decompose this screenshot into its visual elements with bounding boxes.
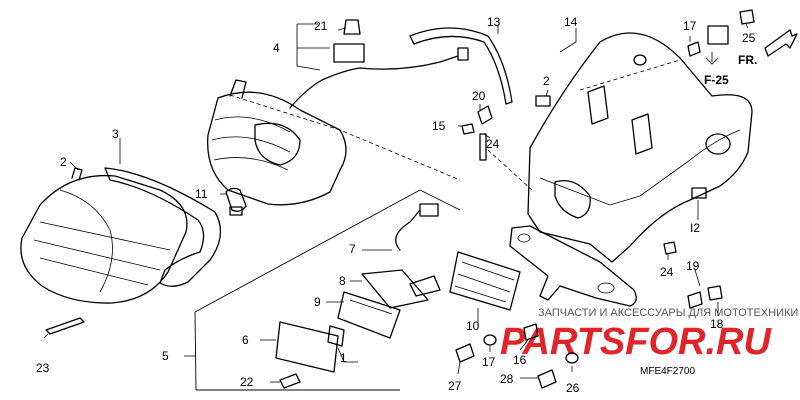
callout-2: 2 [543, 74, 550, 88]
grommet [707, 25, 729, 45]
callout-22: 22 [240, 375, 254, 389]
callout-21: 21 [314, 19, 328, 33]
callout-17: 17 [683, 19, 697, 33]
collar-19 [707, 285, 723, 301]
callout-1: 1 [340, 351, 347, 365]
watermark-tagline: ЗАПЧАСТИ И АКСЕССУАРЫ ДЛЯ МОТОТЕХНИКИ [538, 307, 798, 319]
cushion-12 [691, 187, 707, 199]
callout-2: 2 [60, 155, 67, 169]
callout-9: 9 [314, 295, 321, 309]
nut-24 [663, 241, 677, 255]
callout-19: 19 [686, 259, 700, 273]
callout-27: 27 [448, 379, 462, 393]
callout-28: 28 [500, 372, 514, 386]
callout-5: 5 [162, 349, 169, 363]
callout-7: 7 [349, 242, 356, 256]
leader-lines [43, 23, 749, 383]
wire-harness [289, 19, 469, 109]
nut-15 [461, 123, 475, 135]
license-bracket [509, 225, 637, 307]
callout-20: 20 [472, 89, 486, 103]
direction-label: FR. [738, 53, 757, 67]
callout-23: 23 [36, 361, 50, 375]
tail-light-housing [207, 79, 347, 206]
callout-11: 11 [195, 187, 208, 201]
callout-16: 16 [513, 353, 527, 367]
license-light-assembly [194, 189, 461, 391]
callout-13: 13 [487, 15, 501, 29]
callout-6: 6 [242, 333, 249, 347]
dashed-guides [229, 59, 681, 191]
harness-strap [409, 27, 513, 105]
bolt-27 [455, 343, 475, 363]
bolt-28 [537, 369, 557, 389]
callout-24: 24 [486, 137, 500, 151]
diagram-code: MFE4F2700 [640, 366, 695, 377]
callout-3: 3 [112, 127, 119, 141]
callout-14: 14 [564, 15, 578, 29]
lens-gasket [104, 167, 222, 287]
tail-light-lens [20, 167, 188, 304]
callout-24: 24 [660, 265, 674, 279]
cushion-2 [535, 95, 551, 107]
washer-26 [565, 352, 579, 364]
nut-18 [687, 291, 703, 309]
nut-17 [687, 41, 701, 57]
callout-17: 17 [482, 355, 496, 369]
collar-16 [523, 323, 539, 341]
bulb [225, 187, 247, 216]
reflector [449, 251, 521, 311]
callout-12: I2 [690, 221, 700, 235]
nut-25 [739, 9, 755, 25]
callout-15: 15 [432, 119, 446, 133]
callout-4: 4 [273, 41, 280, 55]
bolt-20 [477, 105, 493, 125]
callout-10: 10 [466, 319, 480, 333]
watermark-logo-text: PARTSFOR.RU [500, 321, 772, 363]
callout-8: 8 [339, 274, 346, 288]
watermark: ЗАПЧАСТИ И АКСЕССУАРЫ ДЛЯ МОТОТЕХНИКИ PA… [500, 307, 798, 363]
rear-fender [527, 32, 753, 263]
callout-18: 18 [710, 317, 724, 331]
reference-label: F-25 [704, 73, 729, 87]
callout-26: 26 [566, 381, 580, 395]
callout-25: 25 [742, 31, 756, 45]
screw-23 [45, 317, 85, 335]
front-direction-arrow: FR. [738, 29, 798, 67]
reference-box: F-25 [704, 52, 729, 87]
washer-17 [483, 334, 497, 346]
callouts: 1 2 2 3 4 5 6 7 8 8 9 10 11 I2 13 14 15 … [36, 15, 756, 395]
